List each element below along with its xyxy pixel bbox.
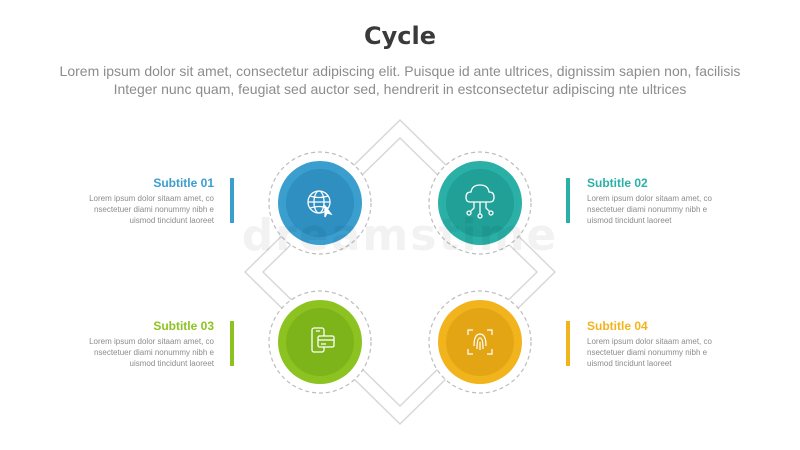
cycle-node-03 bbox=[268, 290, 372, 394]
body-text-01-line-3: uismod tincidunt laoreet bbox=[129, 216, 215, 225]
accent-bar-02 bbox=[566, 178, 570, 223]
body-text-02-line-2: nsectetuer diami nonummy nibh e bbox=[587, 205, 708, 214]
subtitle-04: Subtitle 04 bbox=[587, 319, 648, 333]
accent-bar-03 bbox=[230, 321, 234, 366]
mobile-payment-icon bbox=[311, 327, 335, 353]
globe-icon bbox=[307, 190, 333, 218]
body-text-01-line-1: Lorem ipsum dolor sitaam amet, co bbox=[89, 194, 214, 203]
cloud-network-icon bbox=[465, 184, 495, 219]
subtitle-01: Subtitle 01 bbox=[153, 176, 214, 190]
body-text-03-line-1: Lorem ipsum dolor sitaam amet, co bbox=[89, 337, 214, 346]
body-text-04: Lorem ipsum dolor sitaam amet, co nsecte… bbox=[587, 336, 737, 369]
accent-bar-04 bbox=[566, 321, 570, 366]
body-text-03-line-3: uismod tincidunt laoreet bbox=[129, 359, 215, 368]
body-text-02: Lorem ipsum dolor sitaam amet, co nsecte… bbox=[587, 193, 737, 226]
cycle-node-02 bbox=[428, 151, 532, 255]
body-text-04-line-1: Lorem ipsum dolor sitaam amet, co bbox=[587, 337, 712, 346]
accent-bar-01 bbox=[230, 178, 234, 223]
page-description: Lorem ipsum dolor sit amet, consectetur … bbox=[40, 62, 760, 98]
body-text-01: Lorem ipsum dolor sitaam amet, co nsecte… bbox=[64, 193, 214, 226]
body-text-04-line-2: nsectetuer diami nonummy nibh e bbox=[587, 348, 708, 357]
page-title: Cycle bbox=[364, 22, 436, 50]
body-text-01-line-2: nsectetuer diami nonummy nibh e bbox=[93, 205, 214, 214]
description-line-1: Lorem ipsum dolor sit amet, consectetur … bbox=[59, 63, 741, 79]
watermark: dreamstime bbox=[241, 210, 559, 261]
body-text-04-line-3: uismod tincidunt laoreet bbox=[587, 359, 672, 368]
subtitle-02: Subtitle 02 bbox=[587, 176, 648, 190]
cycle-node-01 bbox=[268, 151, 372, 255]
body-text-02-line-1: Lorem ipsum dolor sitaam amet, co bbox=[587, 194, 712, 203]
subtitle-03: Subtitle 03 bbox=[153, 319, 214, 333]
body-text-03-line-2: nsectetuer diami nonummy nibh e bbox=[93, 348, 214, 357]
cycle-node-04 bbox=[428, 290, 532, 394]
description-line-2: Integer nunc quam, feugiat sed auctor se… bbox=[113, 81, 687, 97]
fingerprint-scan-icon bbox=[467, 329, 493, 355]
body-text-03: Lorem ipsum dolor sitaam amet, co nsecte… bbox=[64, 336, 214, 369]
body-text-02-line-3: uismod tincidunt laoreet bbox=[587, 216, 672, 225]
